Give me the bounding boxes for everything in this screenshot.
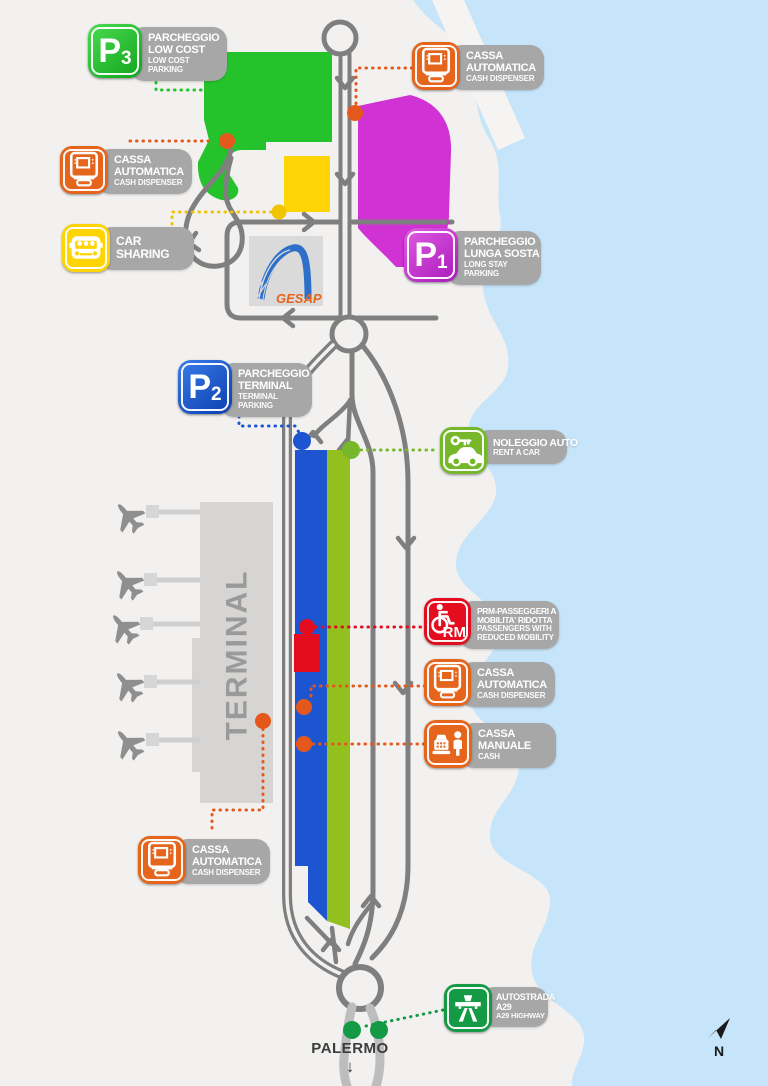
- minibus-icon: [62, 224, 110, 272]
- motorway-icon: [444, 984, 492, 1032]
- badge-autostrada-a29: AUTOSTRADA A29 A29 HIGHWAY: [444, 984, 555, 1032]
- airplane-icons: [101, 494, 151, 766]
- wheelchair-icon: RM: [424, 598, 471, 645]
- gesap-building: GESAP: [249, 236, 323, 306]
- badge-cassa-automatica-top: CASSA AUTOMATICA CASH DISPENSER: [412, 42, 544, 90]
- jet-bridge-gates: [140, 505, 159, 746]
- location-dots: [207, 95, 416, 1039]
- dot-p3: [207, 95, 221, 109]
- gesap-bridge-logo: GESAP: [251, 244, 322, 306]
- badge-cassa-automatica-bottom: CASSA AUTOMATICA CASH DISPENSER: [138, 836, 270, 884]
- strip-p2-terminal-parking: [295, 450, 327, 921]
- badge-cassa-automatica-mid: CASSA AUTOMATICA CASH DISPENSER: [424, 659, 555, 707]
- dot-cassa-mid: [296, 699, 312, 715]
- car-with-key-icon: [440, 427, 487, 474]
- dot-car-sharing: [271, 204, 287, 220]
- strip-rent-a-car: [327, 450, 350, 929]
- sea-region: [413, 0, 768, 1086]
- lot-p3-low-cost: [197, 52, 332, 201]
- badge-noleggio-auto: NOLEGGIO AUTO RENT A CAR: [440, 427, 578, 474]
- dot-cassa-terminal: [255, 713, 271, 729]
- north-label: N: [713, 1043, 725, 1059]
- badge-car-sharing-label: CAR SHARING: [98, 227, 194, 270]
- terminal-label: TERMINAL: [220, 569, 254, 741]
- badge-car-sharing: CAR SHARING: [62, 224, 194, 272]
- dot-p1: [398, 192, 416, 210]
- badge-p3-label: PARCHEGGIO LOW COST LOW COST PARKING: [130, 27, 227, 81]
- terminal-building: [192, 502, 273, 803]
- badge-p2-label: PARCHEGGIO TERMINAL TERMINAL PARKING: [220, 363, 312, 417]
- cash-register-person-icon: [424, 720, 472, 768]
- badge-p1-label: PARCHEGGIO LUNGA SOSTA LONG STAY PARKING: [446, 231, 541, 285]
- roads: [183, 19, 455, 1086]
- dot-prm: [299, 619, 315, 635]
- dot-cassa-manuale: [296, 736, 312, 752]
- north-arrow-icon: [708, 1018, 730, 1039]
- badge-cassa-mid-label: CASSA AUTOMATICA CASH DISPENSER: [459, 662, 555, 707]
- palermo-label: PALERMO: [311, 1040, 389, 1057]
- lot-car-sharing: [284, 156, 330, 212]
- gesap-logo-text: GESAP: [276, 291, 322, 306]
- jet-bridges: [146, 509, 200, 743]
- badge-cassa-left-label: CASSA AUTOMATICA CASH DISPENSER: [96, 149, 192, 194]
- atm-icon: [138, 836, 186, 884]
- badge-cassa-top-label: CASSA AUTOMATICA CASH DISPENSER: [448, 45, 544, 90]
- badge-noleggio-label: NOLEGGIO AUTO RENT A CAR: [475, 430, 578, 465]
- prm-rm-text: RM: [442, 624, 466, 641]
- atm-icon: [60, 146, 108, 194]
- palermo-arrow-icon: ↓: [345, 1057, 355, 1076]
- badge-cassa-manuale-label: CASSA MANUALE CASH: [460, 723, 556, 768]
- terminal-area: [101, 450, 350, 929]
- badge-cassa-manuale: CASSA MANUALE CASH: [424, 720, 556, 768]
- dot-p2: [293, 432, 311, 450]
- dot-cassa-p1: [347, 105, 363, 121]
- badge-cassa-bottom-label: CASSA AUTOMATICA CASH DISPENSER: [174, 839, 270, 884]
- prm-parking-spot: [294, 634, 320, 672]
- compass: N: [702, 1016, 736, 1059]
- badge-prm: RM PRM-PASSEGGERI A MOBILITA' RIDOTTA PA…: [424, 598, 559, 650]
- dot-cassa-p3: [219, 133, 235, 149]
- badge-prm-label: PRM-PASSEGGERI A MOBILITA' RIDOTTA PASSE…: [459, 601, 559, 650]
- atm-icon: [412, 42, 460, 90]
- dot-autostrada-1: [343, 1021, 361, 1039]
- leader-lines: [128, 66, 451, 1028]
- palermo-direction: PALERMO ↓: [300, 1040, 400, 1075]
- badge-cassa-automatica-left: CASSA AUTOMATICA CASH DISPENSER: [60, 146, 192, 194]
- dot-autostrada-2: [370, 1021, 388, 1039]
- atm-icon: [424, 659, 471, 706]
- dot-noleggio: [342, 441, 360, 459]
